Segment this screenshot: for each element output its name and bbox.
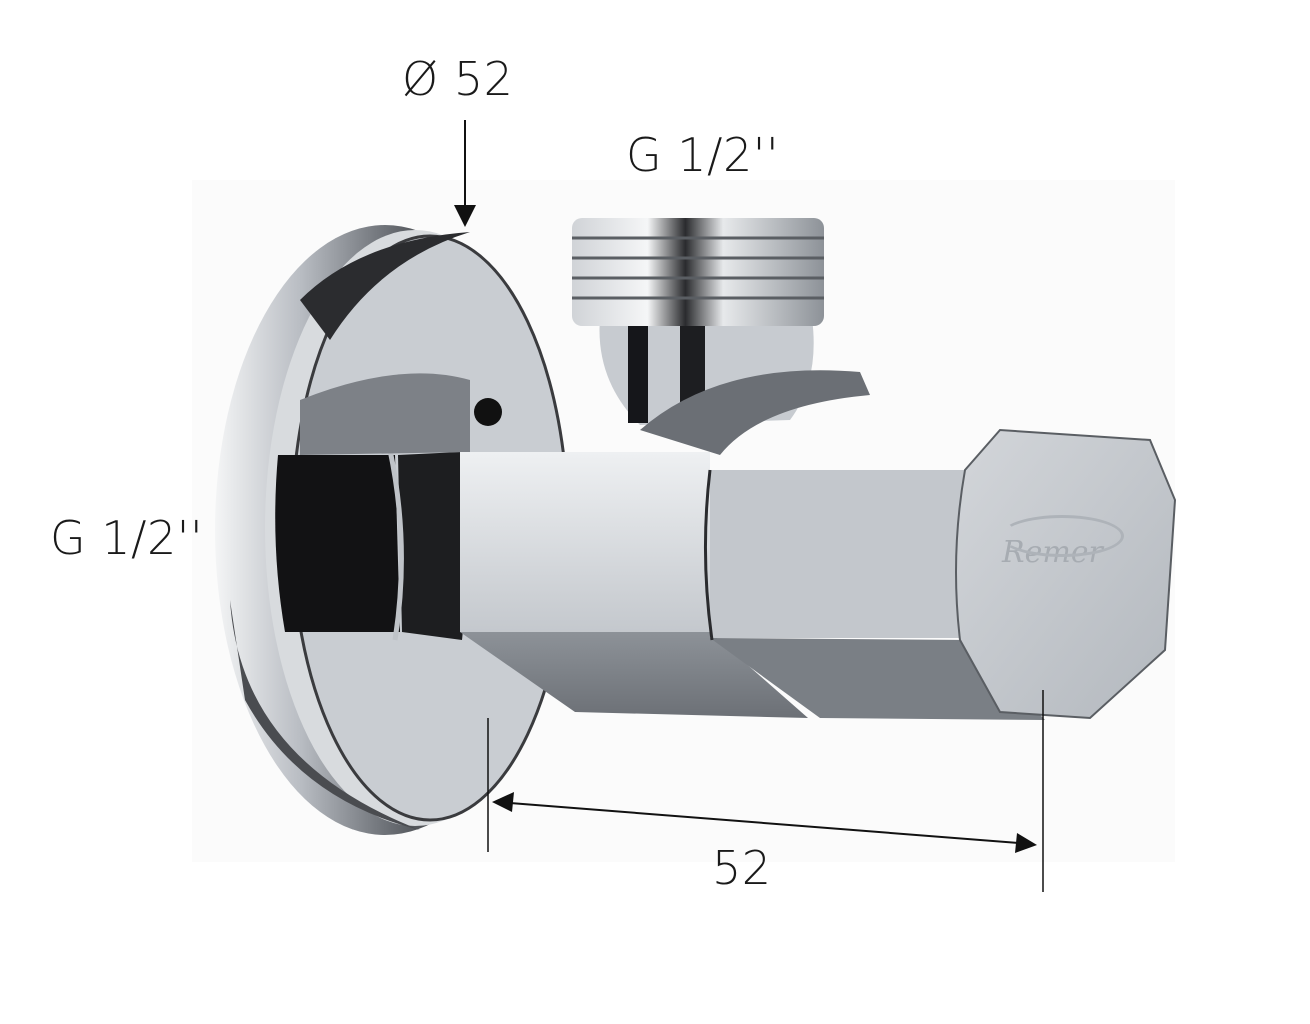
outlet-fitting — [572, 218, 870, 455]
end-cap — [955, 428, 1177, 720]
body-length-label: 52 — [712, 841, 772, 895]
flange-diameter-label: Ø 52 — [402, 52, 514, 106]
body-length-dimension — [487, 690, 1044, 892]
inlet-thread-label: G 1/2'' — [50, 511, 204, 565]
flange-diameter-arrow — [454, 120, 476, 227]
flange-nut — [275, 373, 502, 641]
valve-body — [460, 452, 1045, 720]
brand-swoosh-icon — [1000, 515, 1124, 557]
outlet-thread-label: G 1/2'' — [626, 128, 780, 182]
brand-logo: Remer — [992, 515, 1124, 595]
